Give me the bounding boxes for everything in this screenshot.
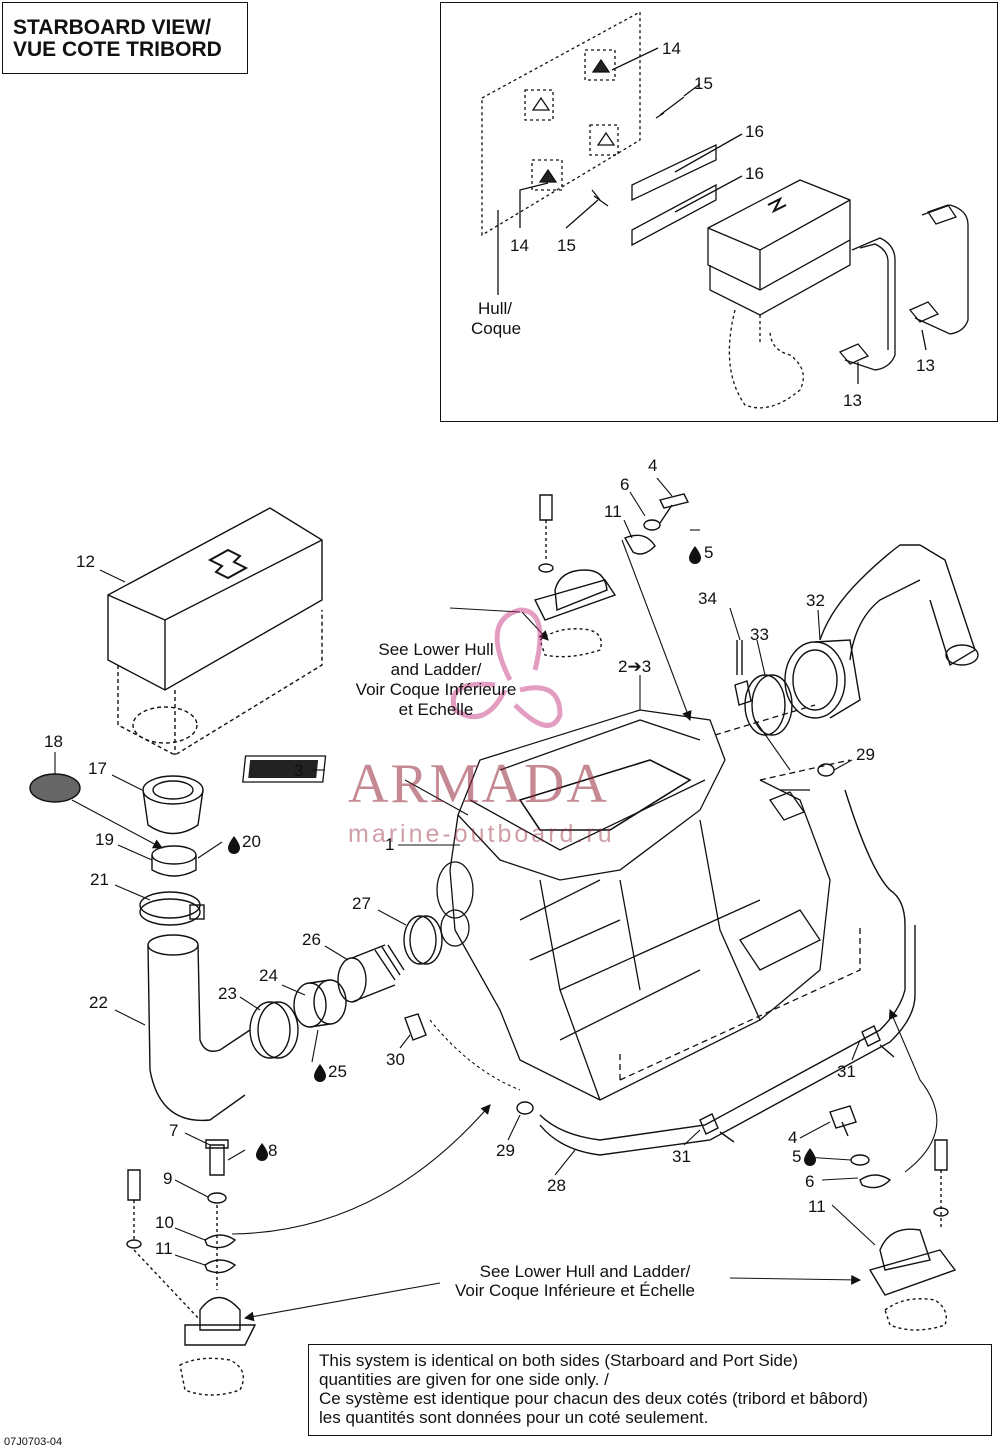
inset-panel [440, 2, 998, 422]
lower-right-mount [829, 1105, 957, 1331]
hull-label-line1: Hull/ [478, 299, 513, 318]
callout-30: 30 [386, 1050, 405, 1069]
callout-3: 3 [294, 761, 304, 780]
callout-34: 34 [698, 589, 717, 608]
callout-20: 20 [242, 832, 261, 851]
callout-9: 9 [163, 1169, 173, 1188]
callout-16a: 16 [745, 122, 764, 141]
watermark-subtitle: marine-outboard.ru [348, 820, 615, 848]
lower-reference-line2: Voir Coque Inférieure et Échelle [454, 1281, 696, 1300]
note-line3: Ce système est identique pour chacun des… [319, 1389, 869, 1408]
decal-3 [242, 755, 327, 783]
callout-29a: 29 [856, 745, 875, 764]
callout-1: 1 [385, 835, 395, 854]
callout-15a: 15 [694, 74, 713, 93]
lower-left-mount [126, 1139, 257, 1396]
exhaust-parts [516, 493, 979, 1156]
muffler-box-12 [107, 507, 323, 756]
view-title: STARBOARD VIEW/ VUE COTE TRIBORD [2, 2, 248, 74]
upper-reference-line1: See Lower Hull [378, 640, 494, 659]
callout-32: 32 [806, 591, 825, 610]
leader-lines [54, 477, 938, 1322]
drawing-code: 07J0703-04 [4, 1436, 63, 1448]
lower-reference-line1: See Lower Hull and Ladder/ [479, 1262, 691, 1281]
callout-15b: 15 [557, 236, 576, 255]
callout-12: 12 [76, 552, 95, 571]
callout-19: 19 [95, 830, 114, 849]
callout-14b: 14 [510, 236, 529, 255]
callout-10: 10 [155, 1213, 174, 1232]
callout-31b: 31 [672, 1147, 691, 1166]
callout-18: 18 [44, 732, 63, 751]
view-title-line1: STARBOARD VIEW/ [13, 16, 211, 39]
callout-5b: 5 [792, 1147, 802, 1166]
callout-31a: 31 [837, 1062, 856, 1081]
callout-13a: 13 [916, 356, 935, 375]
callout-11a: 11 [604, 502, 622, 521]
oil-drop-icon [228, 546, 816, 1166]
callout-27: 27 [352, 894, 371, 913]
watermark-logo [451, 607, 563, 728]
note-line2: quantities are given for one side only. … [319, 1370, 609, 1389]
note-line4: les quantités sont données pour un coté … [319, 1408, 709, 1427]
engine-1 [436, 704, 861, 1101]
callout-23: 23 [218, 984, 237, 1003]
callout-6a: 6 [620, 475, 630, 494]
callout-8: 8 [268, 1141, 278, 1160]
watermark-brand: ARMADA [348, 753, 609, 815]
inset-drawing [481, 10, 969, 409]
callout-21: 21 [90, 870, 109, 889]
callout-14a: 14 [662, 39, 681, 58]
callout-28: 28 [547, 1176, 566, 1195]
note-box: This system is identical on both sides (… [308, 1344, 992, 1436]
note-line1: This system is identical on both sides (… [319, 1351, 799, 1370]
callout-2-3: 2➔3 [618, 657, 652, 676]
callout-11c: 11 [808, 1197, 826, 1216]
callout-16b: 16 [745, 164, 764, 183]
upper-reference-line2: and Ladder/ [390, 660, 482, 679]
callout-25: 25 [328, 1062, 347, 1081]
callout-5a: 5 [704, 543, 714, 562]
upper-reference-line3: Voir Coque Inférieure [355, 680, 517, 699]
callout-17: 17 [88, 759, 107, 778]
upper-reference-line4: et Echelle [398, 700, 474, 719]
view-title-line2: VUE COTE TRIBORD [13, 38, 222, 61]
callout-4b: 4 [788, 1128, 798, 1147]
callout-13b: 13 [843, 391, 862, 410]
callout-22: 22 [89, 993, 108, 1012]
callout-24: 24 [259, 966, 278, 985]
callout-29b: 29 [496, 1141, 515, 1160]
callout-4a: 4 [648, 456, 658, 475]
callout-11b: 11 [155, 1239, 173, 1258]
callout-33: 33 [750, 625, 769, 644]
callout-6b: 6 [805, 1172, 815, 1191]
hull-label-line2: Coque [471, 319, 522, 338]
callout-7: 7 [169, 1121, 179, 1140]
callout-26: 26 [302, 930, 321, 949]
air-intake-parts [29, 773, 443, 1122]
